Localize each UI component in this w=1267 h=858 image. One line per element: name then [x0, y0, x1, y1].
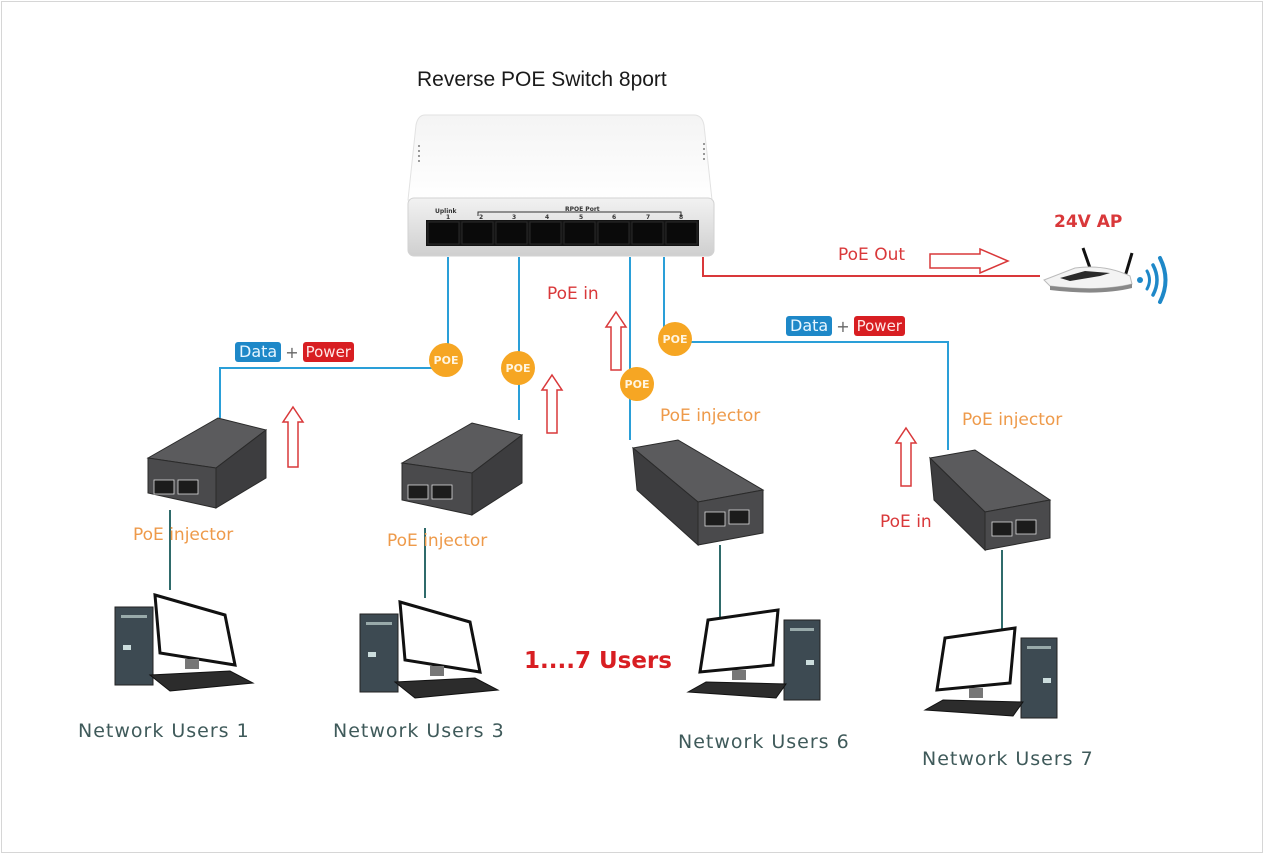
- data-tag: Data: [786, 316, 833, 336]
- ethernet-port: [563, 221, 596, 245]
- user-label: Network Users 1: [78, 720, 250, 742]
- up-arrow-icon: [894, 426, 918, 487]
- computer-icon: [114, 592, 255, 692]
- rj45-port: [153, 479, 175, 495]
- access-point-icon: [1043, 247, 1134, 293]
- rj45-port: [728, 509, 750, 525]
- ap-label: 24V AP: [1054, 212, 1123, 232]
- right-arrow-icon: [929, 247, 1010, 275]
- pc-tower: [783, 619, 821, 701]
- user-label: Network Users 6: [678, 731, 850, 753]
- ethernet-port: [495, 221, 528, 245]
- port-number: 1: [446, 214, 450, 221]
- port1-line: [219, 257, 449, 418]
- user-label: Network Users 7: [922, 748, 1094, 770]
- poe-badge: POE: [658, 322, 692, 356]
- up-arrow-icon: [604, 310, 628, 371]
- computer-icon: [359, 599, 500, 699]
- rj45-port: [407, 484, 429, 500]
- switch-vents-left: [418, 145, 420, 162]
- user-label: Network Users 3: [333, 720, 505, 742]
- keyboard: [148, 670, 255, 692]
- poe-injector-icon: [146, 417, 268, 509]
- rj45-port: [1015, 519, 1037, 535]
- injector-label: PoE injector: [660, 406, 761, 426]
- uplink-label: Uplink: [435, 208, 458, 215]
- data-tag: Data: [235, 342, 282, 362]
- diagram-title: Reverse POE Switch 8port: [417, 68, 667, 91]
- data-power-badge: Data + Power: [786, 316, 905, 336]
- injector-label: PoE injector: [133, 525, 234, 545]
- port7-line: [663, 257, 949, 450]
- up-arrow-icon: [540, 373, 564, 434]
- poe-in-label: PoE in: [547, 284, 599, 304]
- poe-badge: POE: [501, 351, 535, 385]
- switch-ports: [427, 221, 698, 245]
- computer-icon: [686, 608, 821, 701]
- monitor: [935, 626, 1017, 692]
- port-number: 8: [679, 214, 683, 221]
- poe-out-line: [702, 257, 1040, 277]
- poe-badge: POE: [429, 343, 463, 377]
- monitor: [398, 599, 482, 674]
- ethernet-port: [427, 221, 460, 245]
- ethernet-port: [461, 221, 494, 245]
- rj45-port: [704, 511, 726, 527]
- power-tag: Power: [302, 342, 354, 362]
- reverse-poe-switch: Uplink RPOE Port 1 2 3 4 5 6 7 8: [407, 114, 715, 257]
- rpoe-port-label: RPOE Port: [565, 206, 600, 213]
- rj45-port: [991, 521, 1013, 537]
- poe-in-label: PoE in: [880, 512, 932, 532]
- rj45-port: [177, 479, 199, 495]
- pc-tower: [114, 606, 154, 686]
- keyboard: [393, 677, 500, 699]
- monitor: [698, 608, 780, 674]
- rj45-port: [431, 484, 453, 500]
- poe-injector-icon: [631, 439, 765, 547]
- data-power-badge: Data + Power: [235, 342, 354, 362]
- ethernet-port: [529, 221, 562, 245]
- port-number: 7: [646, 214, 650, 221]
- wifi-signal-icon: [1137, 256, 1168, 304]
- port-number: 5: [579, 214, 583, 221]
- port-numbers: 1 2 3 4 5 6 7 8: [446, 214, 683, 221]
- poe-injectors: [146, 417, 1052, 552]
- port-number: 3: [512, 214, 516, 221]
- up-arrow-icon: [281, 405, 305, 468]
- ethernet-port: [597, 221, 630, 245]
- ethernet-port: [665, 221, 698, 245]
- pc-tower: [359, 613, 399, 693]
- port-number: 4: [545, 214, 549, 221]
- plus-sign: +: [285, 342, 299, 362]
- monitor: [153, 592, 237, 667]
- poe-out-label: PoE Out: [838, 245, 906, 265]
- computer-icon: [923, 626, 1058, 719]
- injector-label: PoE injector: [387, 531, 488, 551]
- switch-vents-right: [703, 143, 705, 160]
- power-tag: Power: [853, 316, 905, 336]
- poe-injector-icon: [928, 449, 1052, 552]
- keyboard: [923, 699, 1024, 717]
- plus-sign: +: [836, 316, 850, 336]
- poe-injector-icon: [400, 422, 524, 516]
- users-count-label: 1....7 Users: [524, 648, 672, 674]
- port-number: 2: [479, 214, 483, 221]
- injector-label: PoE injector: [962, 410, 1063, 430]
- port-number: 6: [612, 214, 616, 221]
- keyboard: [686, 681, 787, 699]
- pc-tower: [1020, 637, 1058, 719]
- computers: [114, 592, 1058, 719]
- ethernet-port: [631, 221, 664, 245]
- poe-badge: POE: [620, 367, 654, 401]
